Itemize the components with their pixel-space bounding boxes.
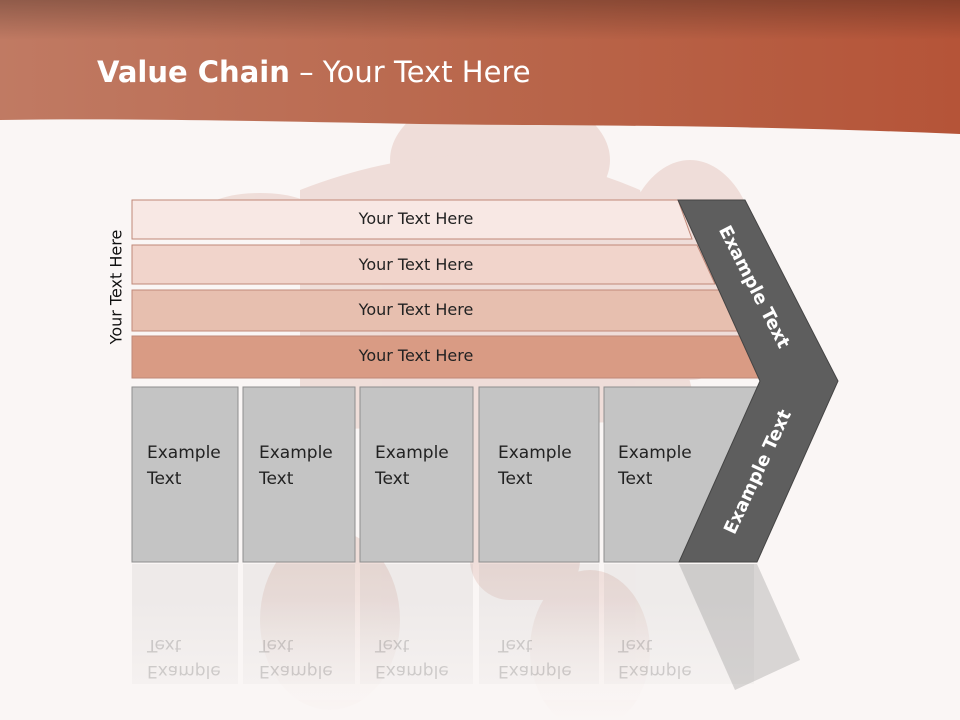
bar-1-text: Your Text Here: [358, 209, 474, 228]
title-bold: Value Chain: [97, 55, 290, 89]
column-1-line2: Text: [147, 469, 182, 489]
column-4-reflection-line2: Text: [498, 635, 533, 655]
column-5-line2: Text: [618, 469, 653, 489]
column-1-reflection-line2: Text: [147, 635, 182, 655]
column-3-line2: Text: [375, 469, 410, 489]
column-2-reflection-line2: Text: [259, 635, 294, 655]
chevron-arrow: [677, 199, 839, 563]
column-5-reflection-line1: Example: [618, 661, 692, 681]
column-1: [131, 386, 239, 563]
column-1-reflection-line1: Example: [147, 661, 221, 681]
slide-title: Value Chain – Your Text Here: [97, 55, 531, 89]
bar-2: [131, 244, 716, 285]
bar-3-text: Your Text Here: [358, 300, 474, 319]
bar-2-text: Your Text Here: [358, 255, 474, 274]
column-5-reflection: Example Text: [618, 632, 692, 684]
column-4-line2: Text: [498, 469, 533, 489]
column-2-reflection: Example Text: [259, 632, 333, 684]
column-3: [359, 386, 474, 563]
column-2-line2: Text: [259, 469, 294, 489]
column-1-reflection: Example Text: [147, 632, 221, 684]
column-3-reflection-line1: Example: [375, 661, 449, 681]
column-5-line1: Example: [618, 443, 692, 463]
side-label: Your Text Here: [106, 229, 126, 345]
chevron-reflection: [679, 564, 800, 690]
column-4-reflection-line1: Example: [498, 661, 572, 681]
title-rest: – Your Text Here: [289, 55, 531, 89]
column-3-reflection-line2: Text: [375, 635, 410, 655]
bar-4-text: Your Text Here: [358, 346, 474, 365]
column-5-reflection-line2: Text: [618, 635, 653, 655]
column-2: [242, 386, 356, 563]
column-2-reflection-line1: Example: [259, 661, 333, 681]
column-3-line1: Example: [375, 443, 449, 463]
column-3-reflection: Example Text: [375, 632, 449, 684]
column-4-reflection: Example Text: [498, 632, 572, 684]
bar-1: [131, 199, 693, 240]
column-4-line1: Example: [498, 443, 572, 463]
column-4: [478, 386, 600, 563]
column-2-line1: Example: [259, 443, 333, 463]
column-1-line1: Example: [147, 443, 221, 463]
